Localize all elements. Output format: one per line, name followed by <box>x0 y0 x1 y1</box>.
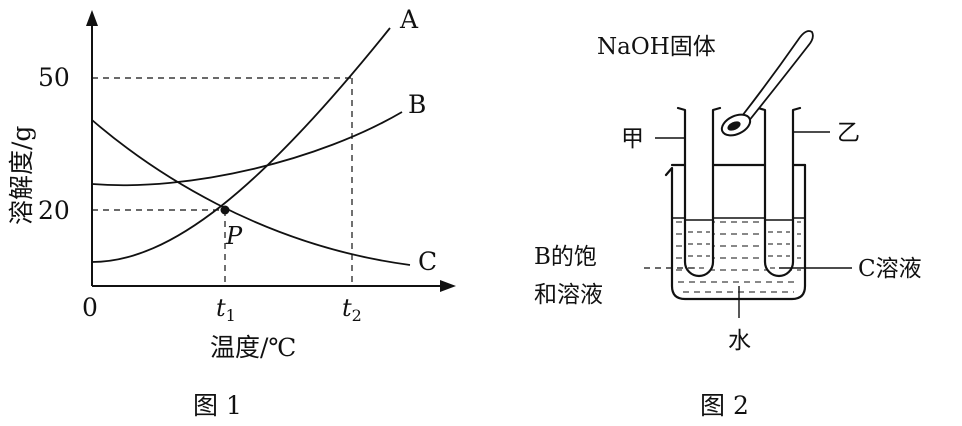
figure-1: A B C P 50 20 0 t1 t2 溶解度/g 温度/℃ 图 1 <box>7 5 456 420</box>
y-axis-label: 溶解度/g <box>7 126 36 225</box>
water-label: 水 <box>728 328 751 354</box>
right-solution-label: C溶液 <box>858 256 922 282</box>
x-tick-t1: t1 <box>216 294 236 325</box>
y-axis-arrow-icon <box>86 10 98 26</box>
point-label-p: P <box>225 222 243 250</box>
beaker-outline <box>664 163 807 301</box>
left-solution-label-line1: B的饱 <box>534 244 597 270</box>
left-solution-label-line2: 和溶液 <box>534 282 603 308</box>
x-axis-arrow-icon <box>440 280 456 292</box>
spoon-icon <box>720 30 814 137</box>
series-label-c: C <box>418 247 437 276</box>
figure-2-caption: 图 2 <box>700 391 749 420</box>
x-tick-t2: t2 <box>342 294 362 325</box>
figure-2: NaOH固体 甲 乙 B的饱 和溶液 C溶液 水 图 2 <box>534 30 922 420</box>
series-line-b <box>91 111 403 187</box>
tube-left-label: 甲 <box>621 126 644 152</box>
tube-right-label: 乙 <box>837 120 860 146</box>
series-line-c <box>91 119 411 266</box>
test-tube-left <box>676 106 722 278</box>
naoh-solid-label: NaOH固体 <box>597 34 716 60</box>
x-axis-label: 温度/℃ <box>210 333 296 362</box>
series-label-a: A <box>399 5 419 34</box>
y-tick-50: 50 <box>38 63 70 92</box>
figure-1-caption: 图 1 <box>193 391 242 420</box>
origin-label: 0 <box>82 293 98 322</box>
series-label-b: B <box>408 90 426 119</box>
point-p-marker <box>220 205 230 215</box>
test-tube-right <box>756 106 802 278</box>
y-tick-20: 20 <box>38 196 70 225</box>
